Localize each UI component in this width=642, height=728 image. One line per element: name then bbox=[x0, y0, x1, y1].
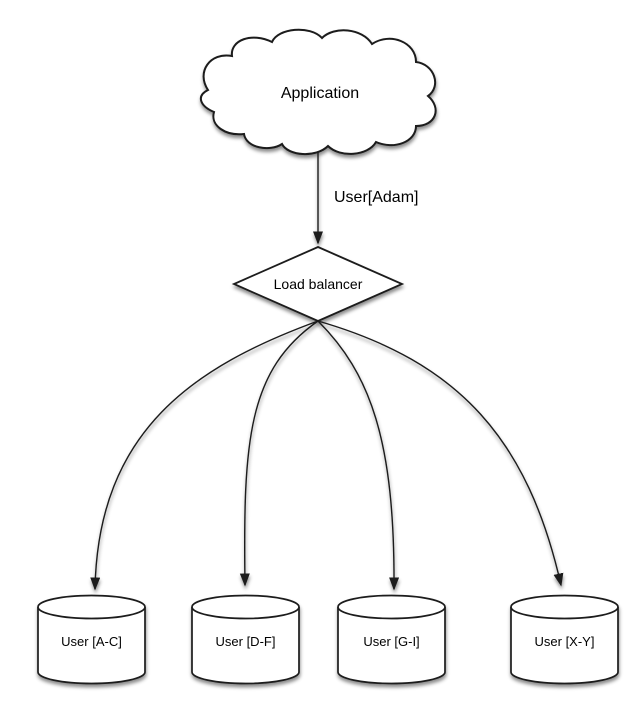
shard-cylinder-g-i bbox=[337, 594, 446, 685]
shard-cylinder-x-y bbox=[510, 594, 619, 685]
cylinder-body bbox=[191, 607, 300, 685]
cylinder-top-ellipse bbox=[510, 594, 619, 620]
cylinder-body bbox=[337, 607, 446, 685]
edge-load-balancer-to-shard-a-c bbox=[90, 320, 319, 591]
shard-label-d-f: User [D-F] bbox=[216, 634, 276, 649]
edge-load-balancer-to-shard-g-i bbox=[317, 320, 400, 591]
cylinder-body bbox=[37, 607, 146, 685]
shape-layer bbox=[37, 28, 619, 685]
shard-cylinder-d-f bbox=[191, 594, 300, 685]
cylinder-top-ellipse bbox=[191, 594, 300, 620]
label-layer: Application User[Adam] Load balancer Use… bbox=[61, 85, 594, 649]
cylinder-body bbox=[510, 607, 619, 685]
load-balancer-label: Load balancer bbox=[274, 276, 363, 292]
request-edge-label: User[Adam] bbox=[334, 189, 418, 206]
shard-label-x-y: User [X-Y] bbox=[535, 634, 595, 649]
shard-cylinder-a-c bbox=[37, 594, 146, 685]
cylinder-top-ellipse bbox=[337, 594, 446, 620]
edge-layer bbox=[90, 152, 564, 591]
edge-load-balancer-to-shard-d-f bbox=[239, 320, 319, 587]
shard-label-g-i: User [G-I] bbox=[363, 634, 419, 649]
application-label: Application bbox=[281, 85, 359, 102]
application-cloud-shape bbox=[199, 28, 437, 155]
shard-label-a-c: User [A-C] bbox=[61, 634, 122, 649]
edge-load-balancer-to-shard-x-y bbox=[317, 320, 564, 587]
cylinder-top-ellipse bbox=[37, 594, 146, 620]
